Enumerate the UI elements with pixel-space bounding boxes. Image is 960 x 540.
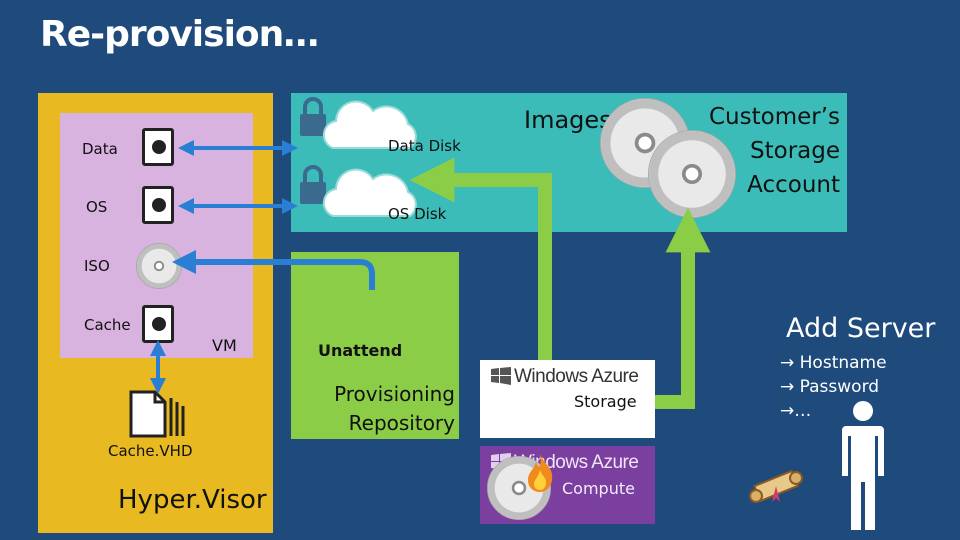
vm-label: VM <box>212 336 237 355</box>
hard-drive-icon <box>142 305 174 343</box>
disk-label-os: OS <box>86 198 108 216</box>
storage-account-label: Customer’s Storage Account <box>708 104 840 198</box>
scroll-certificate-icon <box>749 469 803 503</box>
flame-icon <box>528 454 553 492</box>
add-server-list: → Hostname → Password →… <box>780 351 887 423</box>
unattend-label: Unattend <box>318 341 403 360</box>
lock-icon <box>300 97 326 136</box>
person-icon <box>842 401 884 530</box>
storage-to-account-connector <box>655 207 711 409</box>
provisioning-repository-label: Provisioning Repository <box>334 382 455 435</box>
os-disk-label: OS Disk <box>388 205 447 223</box>
cache-vhd-label: Cache.VHD <box>108 442 193 460</box>
cloud-icon <box>322 100 417 149</box>
cd-disc-icon <box>648 130 736 218</box>
hard-drive-icon <box>142 128 174 166</box>
azure-brand-storage: Windows Azure <box>514 366 639 387</box>
disk-label-cache: Cache <box>84 316 131 334</box>
hypervisor-label: Hyper.Visor <box>118 485 267 515</box>
azure-compute-label: Compute <box>562 479 635 498</box>
add-server-item: → Password <box>780 377 880 397</box>
add-server-item: → Hostname <box>780 353 887 373</box>
add-server-title: Add Server <box>786 313 936 344</box>
data-disk-label: Data Disk <box>388 137 461 155</box>
disk-label-data: Data <box>82 140 118 158</box>
azure-storage-label: Storage <box>574 392 637 411</box>
page-title: Re-provision… <box>40 14 319 55</box>
disk-label-iso: ISO <box>84 257 110 275</box>
windows-logo-icon <box>491 367 511 385</box>
add-server-item: →… <box>780 401 812 421</box>
cd-disc-icon <box>136 243 182 289</box>
hard-drive-icon <box>142 186 174 224</box>
lock-icon <box>300 165 326 204</box>
images-label: Images <box>524 106 612 134</box>
file-stack-icon <box>129 390 185 438</box>
